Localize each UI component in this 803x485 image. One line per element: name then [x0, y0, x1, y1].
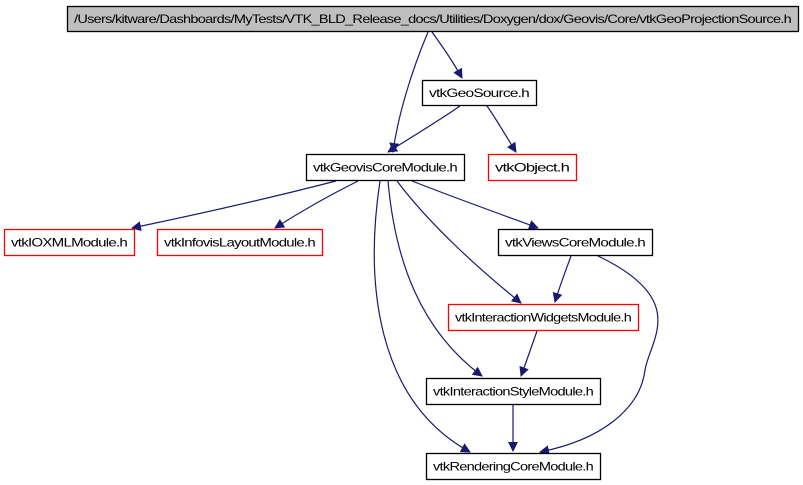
- node-box: [487, 153, 578, 182]
- node-object[interactable]: vtkObject.h: [487, 153, 578, 182]
- node-root[interactable]: /Users/kitware/Dashboards/MyTests/VTK_BL…: [66, 5, 800, 33]
- node-label: /Users/kitware/Dashboards/MyTests/VTK_BL…: [74, 12, 791, 26]
- node-label: vtkInteractionWidgetsModule.h: [455, 311, 631, 325]
- node-box: [425, 452, 602, 481]
- edge-geosource-to-object: [486, 105, 517, 153]
- node-label: vtkGeovisCoreModule.h: [313, 161, 457, 175]
- node-box: [447, 303, 640, 332]
- edge-viewscore-to-interactionwidgets: [552, 255, 572, 303]
- node-label: vtkInteractionStyleModule.h: [433, 385, 593, 399]
- node-label: vtkIOXMLModule.h: [11, 236, 127, 250]
- node-box: [66, 5, 800, 33]
- node-infovislayout[interactable]: vtkInfovisLayoutModule.h: [156, 228, 324, 257]
- edge-geosource-to-geoviscore: [387, 105, 461, 153]
- node-box: [425, 377, 602, 406]
- node-box: [421, 79, 538, 107]
- node-box: [305, 153, 466, 182]
- node-ioxml[interactable]: vtkIOXMLModule.h: [3, 228, 136, 257]
- node-label: vtkRenderingCoreModule.h: [433, 460, 593, 474]
- node-label: vtkInfovisLayoutModule.h: [164, 236, 315, 250]
- node-label: vtkGeoSource.h: [429, 86, 529, 100]
- node-box: [3, 228, 136, 257]
- node-label: vtkViewsCoreModule.h: [505, 236, 645, 250]
- edge-root-to-geosource: [431, 31, 463, 79]
- edge-geoviscore-to-renderingcore: [373, 180, 471, 453]
- node-geosource[interactable]: vtkGeoSource.h: [421, 79, 538, 107]
- edge-root-to-geoviscore: [389, 31, 429, 153]
- node-geoviscore[interactable]: vtkGeovisCoreModule.h: [305, 153, 466, 182]
- edge-viewscore-to-renderingcore: [539, 255, 659, 456]
- edge-geoviscore-to-viewscore: [411, 180, 539, 230]
- edge-geoviscore-to-ioxml: [131, 180, 337, 232]
- edge-geoviscore-to-interactionstyle: [387, 180, 483, 377]
- edges-layer: [131, 31, 659, 456]
- node-box: [156, 228, 324, 257]
- edge-interactionwidgets-to-interactionstyle: [519, 330, 538, 377]
- node-viewscore[interactable]: vtkViewsCoreModule.h: [497, 228, 654, 257]
- node-interactionwidgets[interactable]: vtkInteractionWidgetsModule.h: [447, 303, 640, 332]
- nodes-layer: /Users/kitware/Dashboards/MyTests/VTK_BL…: [3, 5, 800, 481]
- edge-geoviscore-to-infovislayout: [274, 180, 359, 229]
- node-renderingcore[interactable]: vtkRenderingCoreModule.h: [425, 452, 602, 481]
- node-label: vtkObject.h: [495, 161, 569, 175]
- edge-geoviscore-to-interactionwidgets: [396, 180, 522, 304]
- node-box: [497, 228, 654, 257]
- node-interactionstyle[interactable]: vtkInteractionStyleModule.h: [425, 377, 602, 406]
